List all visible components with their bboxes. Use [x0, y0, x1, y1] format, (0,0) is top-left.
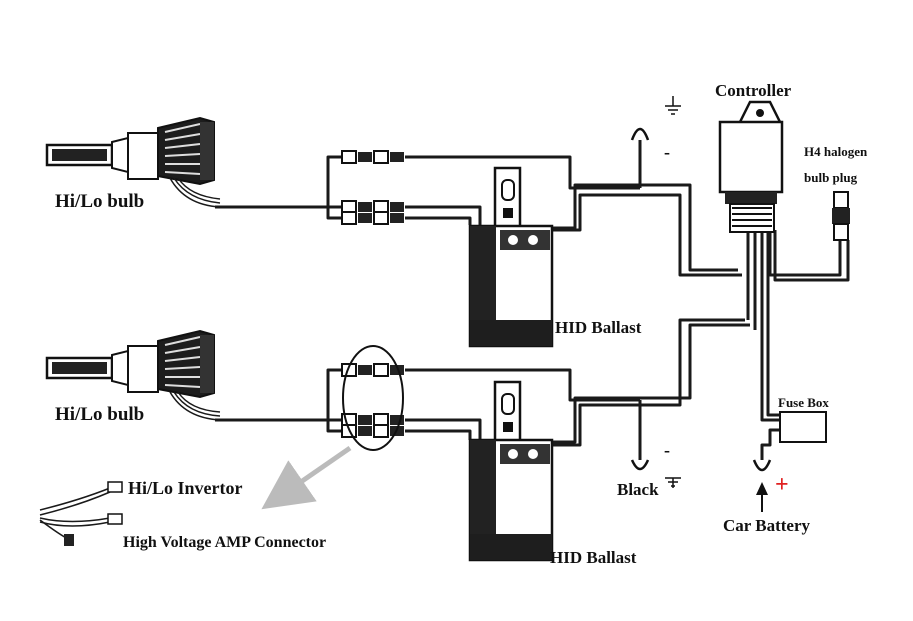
highlight-circle [342, 345, 404, 451]
black-label: Black [617, 480, 659, 499]
fuse-box-label: Fuse Box [778, 395, 829, 410]
connector-icon [341, 363, 404, 438]
plus-label: + [775, 472, 789, 498]
ground-symbol-icon [665, 96, 681, 115]
car-battery-label: Car Battery [723, 516, 811, 535]
minus-label-top: - [664, 142, 670, 162]
connector-icon [341, 150, 404, 225]
hid-bulb-icon [45, 329, 221, 421]
ground-terminal [630, 127, 650, 141]
controller-label: Controller [715, 81, 792, 100]
top-circuit-wires [215, 140, 850, 282]
bottom-circuit-wires [215, 232, 780, 460]
callout-arrow-icon [261, 445, 352, 510]
h4-plug-icon [832, 191, 850, 241]
invertor-harness-icon [39, 481, 123, 546]
bulb-label-top: Hi/Lo bulb [55, 191, 144, 212]
ground-symbol-icon [665, 477, 681, 488]
ground-terminal [630, 459, 650, 471]
minus-label-bottom: - [664, 440, 670, 460]
bulb-label-bottom: Hi/Lo bulb [55, 404, 144, 425]
ballast-label-bottom: HID Ballast [550, 548, 637, 567]
amp-connector-label: High Voltage AMP Connector [123, 534, 326, 551]
hid-bulb-icon [45, 116, 221, 208]
fuse-box-icon [779, 411, 827, 443]
ballast-label-top: HID Ballast [555, 318, 642, 337]
h4-plug-label-line1: H4 halogen [804, 144, 868, 159]
battery-terminal-icon [752, 459, 772, 512]
hid-ballast-icon [468, 380, 554, 562]
h4-plug-label-line2: bulb plug [804, 170, 858, 185]
controller-relay-icon [718, 100, 784, 233]
hid-ballast-icon [468, 166, 554, 348]
invertor-label: Hi/Lo Invertor [128, 478, 243, 498]
